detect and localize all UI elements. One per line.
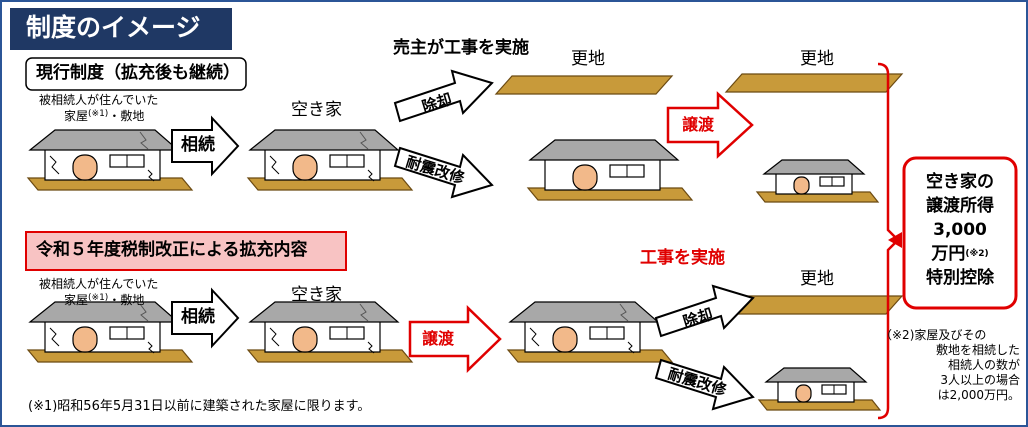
inherit-arrow-top: [171, 115, 240, 177]
demolish-arrow-top: [393, 69, 494, 123]
inherit-label-top: 相続: [181, 135, 215, 155]
transfer-label-bottom: 譲渡: [422, 329, 455, 348]
transfer-label-top: 譲渡: [682, 115, 715, 134]
result-line-1: 空き家の: [926, 172, 994, 192]
inherit-arrow-bottom: [171, 287, 240, 349]
retrofit-arrow-bottom: [654, 358, 755, 411]
transfer-arrow-bottom: [408, 305, 502, 373]
seller-work-label: 売主が工事を実施: [393, 38, 529, 58]
vacant-lot-1: [495, 75, 673, 95]
bracket-point: [888, 232, 902, 248]
vacant-lot-1-label: 更地: [571, 49, 605, 69]
current-system-heading: 現行制度（拡充後も継続）: [36, 63, 240, 83]
vacant-lot-2-label: 更地: [800, 49, 834, 69]
house-site-label-bottom: 家屋(※1)・敷地: [64, 293, 145, 307]
result-line-5: 特別控除: [926, 268, 994, 288]
note-2-line-4: 3人以上の場合: [940, 373, 1020, 387]
result-line-4: 万円(※2): [931, 244, 989, 264]
vacant-house-label-bottom: 空き家: [291, 285, 342, 305]
retrofit-arrow-top: [393, 146, 494, 199]
deceased-house-label-top: 被相続人が住んでいた: [39, 93, 159, 107]
note-2: （※2)家屋及びその 敷地を相続した 相続人の数が 3人以上の場合 は2,000…: [880, 328, 1020, 403]
transfer-arrow-top: [666, 91, 754, 159]
title-bar: [10, 8, 232, 50]
house-site-label-top: 家屋(※1)・敷地: [64, 109, 145, 123]
buyer-work-label: 工事を実施: [640, 248, 725, 268]
deceased-house-label-bottom: 被相続人が住んでいた: [39, 277, 159, 291]
vacant-lot-2: [725, 73, 903, 93]
vacant-lot-bottom-label: 更地: [800, 269, 834, 289]
note-2-line-1: （※2)家屋及びその: [880, 328, 987, 342]
reform-heading-box: [25, 231, 347, 271]
note-2-line-3: 相続人の数が: [947, 358, 1020, 372]
note-2-line-2: 敷地を相続した: [935, 343, 1020, 357]
note-1: (※1)昭和56年5月31日以前に建築された家屋に限ります。: [28, 399, 371, 414]
reform-heading: 令和５年度税制改正による拡充内容: [36, 240, 308, 260]
note-2-line-5: は2,000万円。: [937, 388, 1020, 402]
vacant-house-label-top: 空き家: [291, 100, 342, 120]
result-text: 空き家の 譲渡所得 3,000 万円(※2) 特別控除: [906, 170, 1014, 290]
inherit-label-bottom: 相続: [181, 307, 215, 327]
result-line-2: 譲渡所得: [926, 196, 994, 216]
current-system-heading-box: [25, 57, 247, 91]
demolish-arrow-bottom: [654, 284, 755, 338]
result-line-3: 3,000: [933, 220, 987, 240]
result-box: [902, 156, 1018, 310]
page-title: 制度のイメージ: [26, 13, 201, 42]
